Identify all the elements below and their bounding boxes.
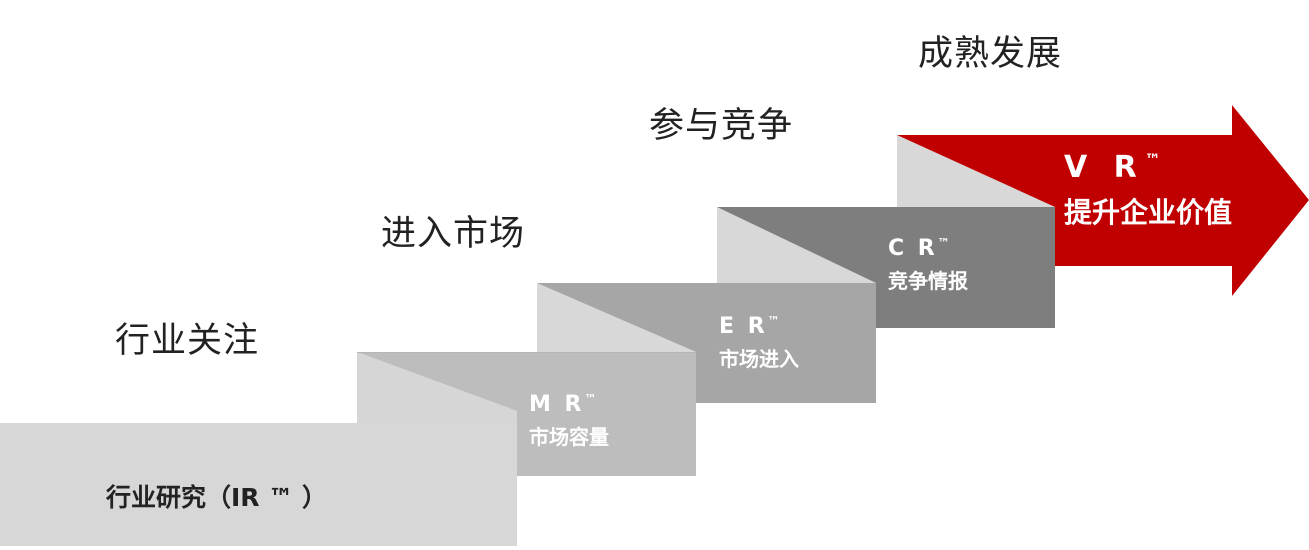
er-step-block xyxy=(537,283,876,403)
fold-mr xyxy=(357,352,517,423)
step-mr-tm: ™ xyxy=(584,392,597,406)
vr-arrow xyxy=(897,105,1309,296)
base-step-block xyxy=(0,423,517,546)
step-er-code: E R xyxy=(719,314,768,339)
cr-step-block xyxy=(717,207,1055,328)
step-vr-code: V R xyxy=(1064,150,1145,185)
step-cr-name: 竞争情报 xyxy=(888,269,968,293)
step-vr-tm: ™ xyxy=(1144,150,1161,169)
step-er: E R™ 市场进入 xyxy=(719,314,799,372)
mr-step-top xyxy=(357,352,696,353)
mr-step-block xyxy=(357,352,696,476)
step-cr: C R™ 竞争情报 xyxy=(888,236,968,294)
step-er-tm: ™ xyxy=(767,314,780,328)
stage-label-market-entry: 进入市场 xyxy=(381,214,526,254)
base-step-label: 行业研究（IR ™ ） xyxy=(106,483,327,512)
stage-label-industry-attention: 行业关注 xyxy=(115,321,260,361)
step-mr: M R™ 市场容量 xyxy=(529,392,609,450)
stage-label-mature: 成熟发展 xyxy=(918,34,1063,74)
step-mr-name: 市场容量 xyxy=(529,425,609,449)
step-cr-tm: ™ xyxy=(937,236,950,250)
step-vr-name: 提升企业价值 xyxy=(1064,196,1233,229)
step-vr: V R™ 提升企业价值 xyxy=(1064,150,1232,231)
step-mr-code: M R xyxy=(529,392,585,417)
step-cr-code: C R xyxy=(888,236,938,261)
step-er-name: 市场进入 xyxy=(719,347,799,371)
stage-label-compete: 参与竞争 xyxy=(649,106,794,146)
